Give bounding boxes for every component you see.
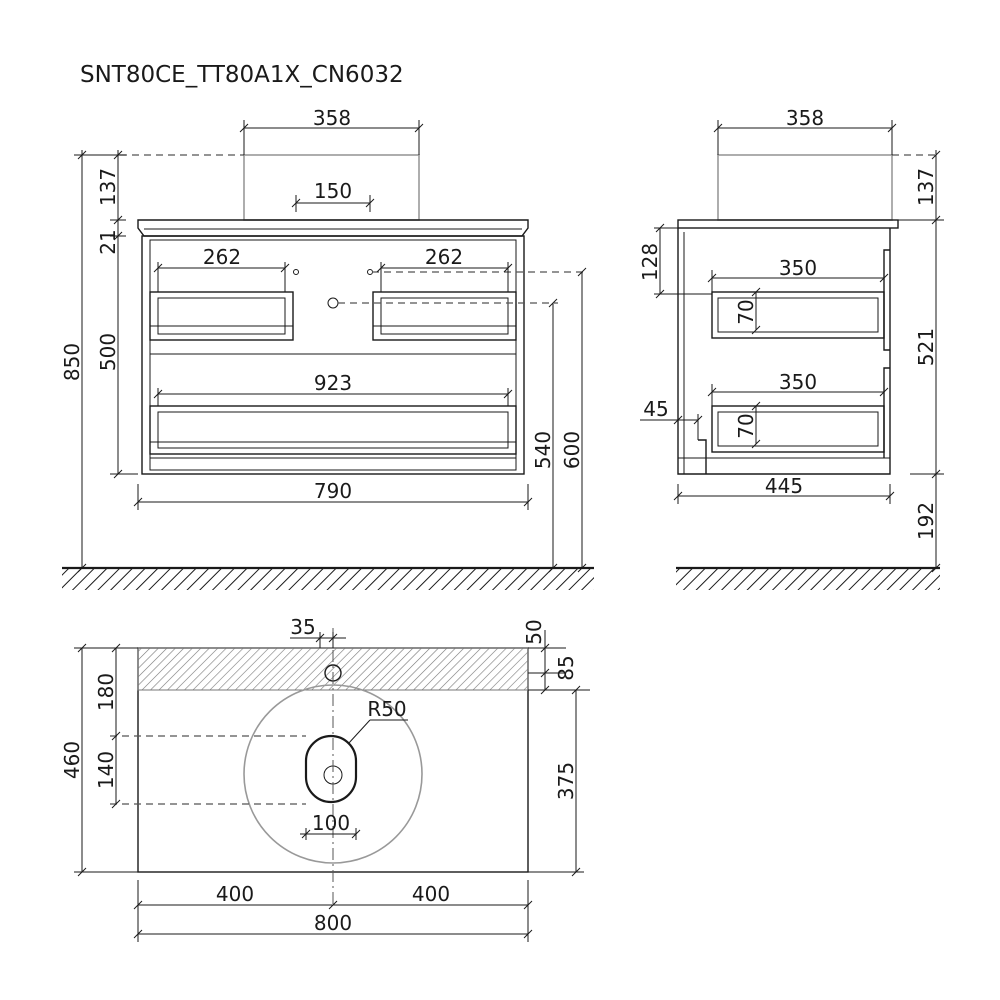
dim-front-cabinet-height-label: 500 bbox=[96, 333, 120, 371]
dim-front-600: 600 bbox=[560, 267, 587, 573]
dim-front-cabinet-width: 790 bbox=[133, 479, 533, 510]
dim-plan-tap-offset-label: 35 bbox=[290, 615, 315, 639]
dim-side-basin-height-label: 137 bbox=[914, 168, 938, 206]
dim-side-drawer-lower-depth: 350 bbox=[707, 370, 889, 406]
dim-side-drawer-lower-depth-label: 350 bbox=[779, 370, 817, 394]
front-drawer-upper-left bbox=[149, 291, 294, 341]
front-cabinet bbox=[141, 235, 525, 475]
dim-plan-depth-140-label: 140 bbox=[94, 751, 118, 789]
dim-front-left-stack: 137 21 500 bbox=[96, 150, 138, 479]
dim-front-total-height-label: 850 bbox=[60, 343, 84, 381]
dim-front-hole-spacing-label: 150 bbox=[314, 179, 352, 203]
side-view: 358 128 350 70 bbox=[638, 106, 944, 590]
dim-front-drawer-left-label: 262 bbox=[203, 245, 241, 269]
side-basin bbox=[717, 154, 893, 221]
dim-plan-depth-180-label: 180 bbox=[94, 673, 118, 711]
dim-side-cabinet-height-label: 521 bbox=[914, 328, 938, 366]
front-drawer-lower bbox=[149, 405, 517, 455]
dim-side-floor-gap-label: 192 bbox=[914, 502, 938, 540]
side-floor-hatch bbox=[676, 568, 940, 590]
dim-front-top-thickness-label: 21 bbox=[96, 229, 120, 254]
dim-plan-total-width-label: 800 bbox=[314, 911, 352, 935]
plan-basin-oval bbox=[304, 734, 358, 804]
dim-side-basin-width-label: 358 bbox=[786, 106, 824, 130]
plan-basin-circle bbox=[243, 684, 423, 864]
dim-front-total-height: 850 bbox=[60, 150, 110, 573]
dim-front-540-label: 540 bbox=[531, 431, 555, 469]
dim-front-drawer-left: 262 bbox=[153, 245, 290, 292]
front-view: 358 150 137 21 500 bbox=[60, 106, 594, 590]
dim-plan-edge-85-label: 85 bbox=[554, 655, 578, 680]
dim-front-drawer-right-label: 262 bbox=[425, 245, 463, 269]
side-cabinet bbox=[677, 228, 891, 475]
dim-side-drawer-upper-depth-label: 350 bbox=[779, 256, 817, 280]
dim-plan-right-small: 50 85 bbox=[522, 619, 590, 695]
front-drain bbox=[327, 297, 339, 309]
front-countertop bbox=[137, 219, 529, 237]
dim-plan-half-left-label: 400 bbox=[216, 882, 254, 906]
drawing-title: SNT80CE_TT80A1X_CN6032 bbox=[80, 62, 404, 88]
dim-plan-left-stack: 180 140 bbox=[94, 643, 138, 809]
dim-front-hole-spacing: 150 bbox=[291, 179, 375, 212]
dim-side-top-gap-label: 128 bbox=[638, 243, 662, 281]
dim-side-drawer-lower-height-label: 70 bbox=[734, 413, 758, 438]
dim-side-drawer-upper-height: 70 bbox=[734, 287, 761, 335]
dim-side-drawer-upper-depth: 350 bbox=[707, 256, 889, 292]
dim-plan-halves: 400 400 bbox=[133, 880, 533, 942]
side-countertop bbox=[677, 219, 899, 229]
dim-side-drawer-upper-height-label: 70 bbox=[734, 299, 758, 324]
dim-side-basin-width: 358 bbox=[713, 106, 897, 155]
dim-front-600-label: 600 bbox=[560, 431, 584, 469]
dim-front-drawer-right: 262 bbox=[376, 245, 513, 292]
dim-side-top-gap: 128 bbox=[638, 223, 712, 299]
dim-side-depth-label: 445 bbox=[765, 474, 803, 498]
plan-view: 35 50 85 375 180 bbox=[60, 615, 590, 942]
dim-plan-total-depth-label: 460 bbox=[60, 741, 84, 779]
dim-plan-radius-label: R50 bbox=[367, 697, 406, 721]
dim-side-plinth-offset-label: 45 bbox=[643, 397, 668, 421]
dim-side-right-stack: 137 521 192 bbox=[898, 150, 944, 573]
side-drawer-upper bbox=[711, 291, 885, 339]
dim-plan-drain: 100 bbox=[300, 811, 361, 840]
dim-front-inner-width-label: 923 bbox=[314, 371, 352, 395]
dim-side-plinth-offset: 45 bbox=[640, 397, 703, 440]
dim-front-basin-height-label: 137 bbox=[96, 168, 120, 206]
dim-front-540: 540 bbox=[531, 298, 558, 573]
dim-plan-375-label: 375 bbox=[554, 762, 578, 800]
dim-plan-tap-offset: 35 bbox=[290, 615, 346, 648]
dim-front-inner-width: 923 bbox=[153, 371, 513, 406]
front-floor-hatch bbox=[62, 568, 594, 590]
dim-plan-edge-50-label: 50 bbox=[522, 619, 546, 644]
dim-plan-total-depth: 460 bbox=[60, 643, 138, 877]
dim-front-cabinet-width-label: 790 bbox=[314, 479, 352, 503]
front-hole-right bbox=[367, 269, 373, 275]
front-drawer-upper-right bbox=[372, 291, 517, 341]
front-hole-left bbox=[293, 269, 299, 275]
dim-front-basin-width: 358 bbox=[239, 106, 424, 155]
dim-plan-375: 375 bbox=[528, 685, 584, 877]
dim-plan-total-width: 800 bbox=[133, 911, 533, 939]
dim-plan-half-right-label: 400 bbox=[412, 882, 450, 906]
dim-side-drawer-lower-height: 70 bbox=[734, 401, 761, 449]
dim-plan-radius: R50 bbox=[347, 697, 408, 745]
dim-side-depth: 445 bbox=[673, 474, 895, 504]
side-drawer-lower bbox=[711, 405, 885, 453]
dim-front-basin-width-label: 358 bbox=[313, 106, 351, 130]
dim-plan-drain-label: 100 bbox=[312, 811, 350, 835]
